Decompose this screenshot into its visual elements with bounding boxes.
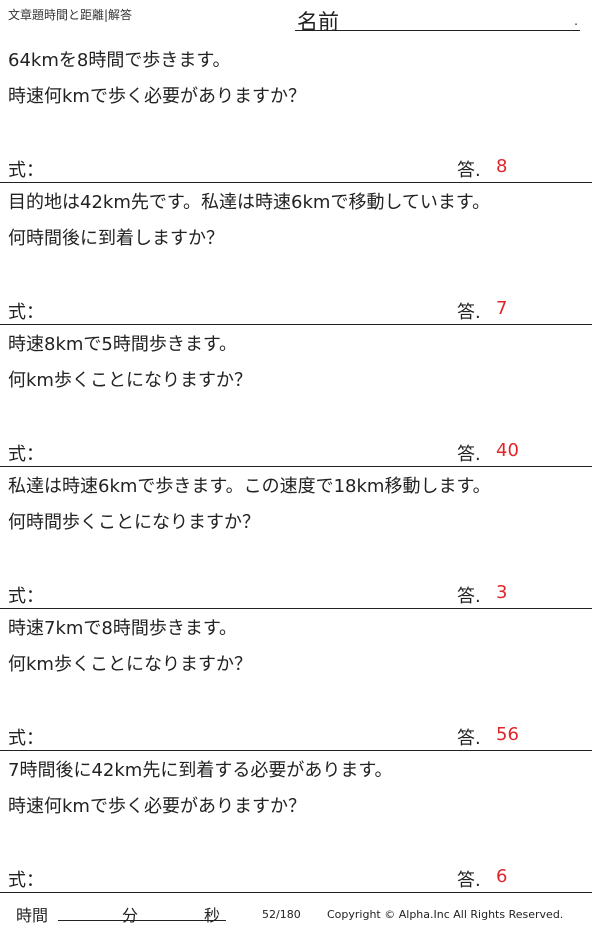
name-field[interactable]: 名前 . — [295, 4, 580, 34]
problem-2: 目的地は42km先です。私達は時速6kmで移動しています。 何時間後に到着します… — [0, 182, 592, 325]
problem-3-line-1: 時速8kmで5時間歩きます。 — [8, 334, 238, 355]
problem-4-answer-label: 答. — [457, 586, 481, 607]
problem-3-line-2: 何km歩くことになりますか？ — [8, 370, 252, 391]
copyright-text: Copyright © Alpha.Inc All Rights Reserve… — [327, 908, 564, 921]
problem-1-line-1: 64kmを8時間で歩きます。 — [8, 50, 231, 71]
time-entry-line[interactable] — [58, 920, 226, 921]
problem-2-line-1: 目的地は42km先です。私達は時速6kmで移動しています。 — [8, 192, 491, 213]
problem-6-answer: 6 — [496, 866, 508, 887]
problem-5-formula-label: 式： — [8, 728, 44, 749]
problem-3-answer: 40 — [496, 440, 519, 461]
problem-6-formula-label: 式： — [8, 870, 44, 891]
problem-4-line-2: 何時間歩くことになりますか？ — [8, 512, 260, 533]
problem-5-answer-label: 答. — [457, 728, 481, 749]
problem-6-line-1: 7時間後に42km先に到着する必要があります。 — [8, 760, 393, 781]
problem-3-formula-label: 式： — [8, 444, 44, 465]
footer: 時間 分 秒 52/180 Copyright © Alpha.Inc All … — [0, 900, 600, 928]
problem-5-line-2: 何km歩くことになりますか？ — [8, 654, 252, 675]
problem-1-answer-label: 答. — [457, 160, 481, 181]
seconds-label: 秒 — [204, 906, 221, 925]
problem-6-line-2: 時速何kmで歩く必要がありますか？ — [8, 796, 306, 817]
problem-1-line-2: 時速何kmで歩く必要がありますか？ — [8, 86, 306, 107]
problem-2-answer: 7 — [496, 298, 508, 319]
problem-1-formula-label: 式： — [8, 160, 44, 181]
problem-4: 私達は時速6kmで歩きます。この速度で18km移動します。 何時間歩くことになり… — [0, 466, 592, 609]
worksheet-title: 文章題時間と距離|解答 — [8, 8, 133, 22]
page-number: 52/180 — [262, 908, 301, 921]
problem-4-answer: 3 — [496, 582, 508, 603]
name-dot: . — [574, 14, 578, 28]
problem-4-line-1: 私達は時速6kmで歩きます。この速度で18km移動します。 — [8, 476, 491, 497]
problem-3: 時速8kmで5時間歩きます。 何km歩くことになりますか？ 式： 答. 40 — [0, 324, 592, 467]
problem-2-line-2: 何時間後に到着しますか？ — [8, 228, 224, 249]
problem-6: 7時間後に42km先に到着する必要があります。 時速何kmで歩く必要がありますか… — [0, 750, 592, 893]
problem-4-formula-label: 式： — [8, 586, 44, 607]
problem-3-answer-label: 答. — [457, 444, 481, 465]
problem-5: 時速7kmで8時間歩きます。 何km歩くことになりますか？ 式： 答. 56 — [0, 608, 592, 751]
problem-2-answer-label: 答. — [457, 302, 481, 323]
minutes-label: 分 — [122, 906, 139, 925]
name-label: 名前 — [297, 10, 339, 34]
problem-5-answer: 56 — [496, 724, 519, 745]
problem-6-answer-label: 答. — [457, 870, 481, 891]
time-label: 時間 — [16, 906, 49, 925]
problem-5-line-1: 時速7kmで8時間歩きます。 — [8, 618, 238, 639]
problem-2-formula-label: 式： — [8, 302, 44, 323]
problem-1: 64kmを8時間で歩きます。 時速何kmで歩く必要がありますか？ 式： 答. 8 — [0, 40, 592, 183]
problem-1-answer: 8 — [496, 156, 508, 177]
